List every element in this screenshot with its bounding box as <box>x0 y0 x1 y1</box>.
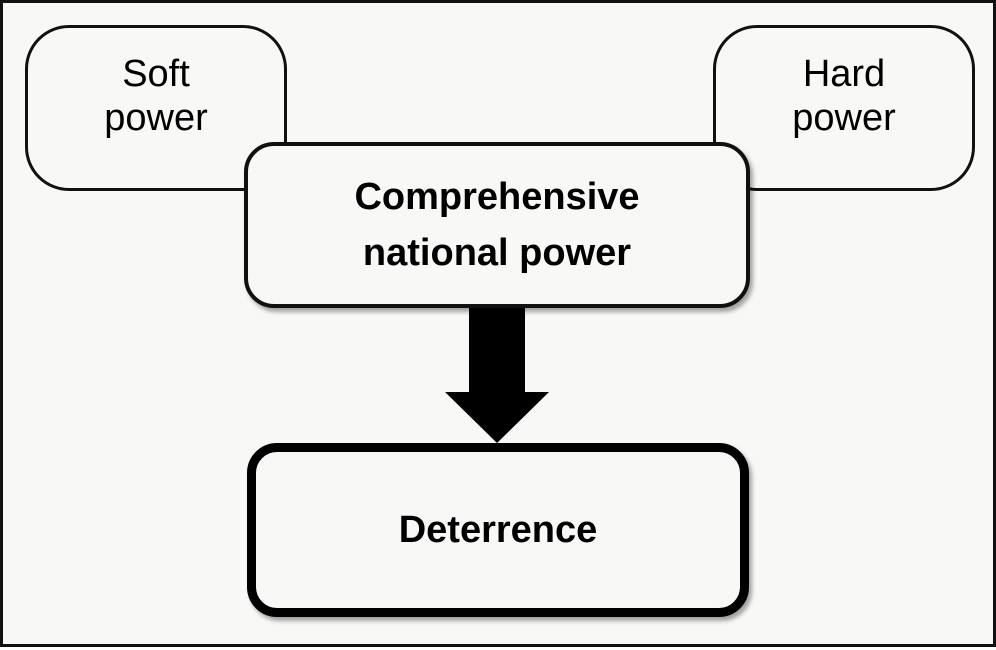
cnp-to-deterrence-arrow <box>445 303 549 443</box>
soft-power-box: Soft power <box>25 25 287 191</box>
hard-power-box: Hard power <box>713 25 975 191</box>
comprehensive-national-power-label: Comprehensive national power <box>354 176 640 274</box>
hard-power-label: Hard power <box>792 53 896 139</box>
down-arrow-icon <box>445 303 549 443</box>
deterrence-label: Deterrence <box>398 509 598 551</box>
comprehensive-national-power-box: Comprehensive national power <box>244 142 750 308</box>
soft-power-label: Soft power <box>104 53 208 139</box>
deterrence-box: Deterrence <box>247 443 749 617</box>
